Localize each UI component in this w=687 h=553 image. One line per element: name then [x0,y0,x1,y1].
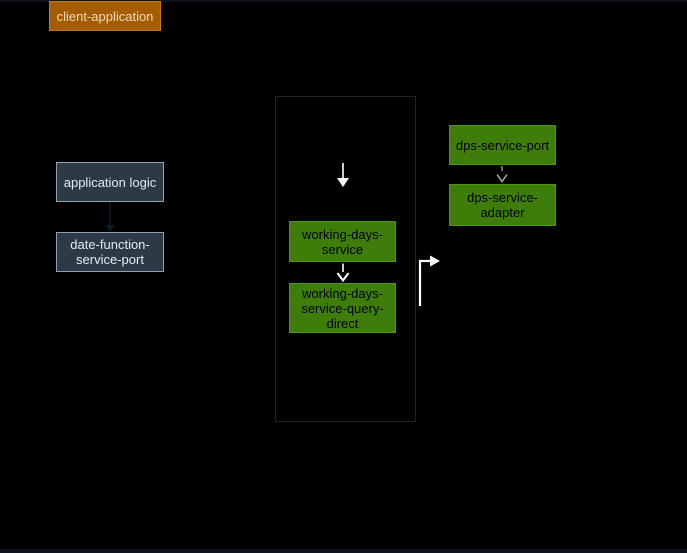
top-edge-strip [0,0,687,2]
node-client-application-label: client-application [56,8,154,24]
node-date-function-service-port[interactable]: date-function-service-port [56,232,164,272]
node-working-days-service[interactable]: working-days-service [289,221,396,262]
node-application-logic-label: application logic [63,174,157,190]
arrow-applogic-to-datefsp-icon [105,202,115,232]
node-dps-service-adapter[interactable]: dps-service-adapter [449,184,556,226]
node-working-days-service-label: working-days-service [302,226,383,257]
node-dps-service-port[interactable]: dps-service-port [449,125,556,165]
arrow-dsp-to-dsa-icon [496,166,508,183]
node-application-logic[interactable]: application logic [56,162,164,202]
node-date-function-service-port-label: date-function-service-port [70,237,150,267]
node-dps-service-adapter-label: dps-service-adapter [467,190,538,220]
arrow-wdsqd-elbow-right-icon [418,255,440,306]
node-dps-service-port-label: dps-service-port [455,137,550,153]
node-working-days-service-query-direct[interactable]: working-days-service-query-direct [289,283,396,333]
node-client-application[interactable]: client-application [49,1,161,31]
node-working-days-service-query-direct-label: working-days-service-query-direct [301,285,384,331]
bottom-edge-strip [0,549,687,553]
